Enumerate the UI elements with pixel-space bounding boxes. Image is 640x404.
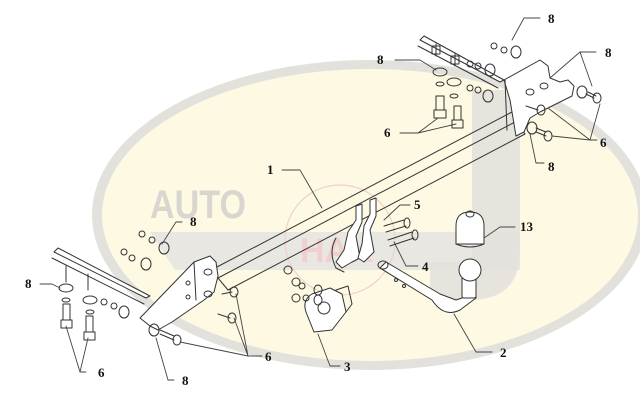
label-part-8-top-right: 8 xyxy=(548,11,555,26)
label-part-13: 13 xyxy=(520,219,533,234)
watermark-auto: AUTO xyxy=(150,183,246,227)
label-part-6-top: 6 xyxy=(384,125,391,140)
label-part-3: 3 xyxy=(344,359,351,374)
ball-cap xyxy=(455,210,485,248)
label-part-8-right: 8 xyxy=(605,45,612,60)
label-part-4: 4 xyxy=(422,259,429,274)
tow-ball-neck xyxy=(377,258,482,313)
label-part-8-left-lower: 8 xyxy=(182,373,189,388)
label-part-8-top-center: 8 xyxy=(377,52,384,67)
left-hardware xyxy=(58,230,239,346)
right-top-hardware xyxy=(432,42,602,142)
label-part-6-left: 6 xyxy=(265,349,272,364)
center-plates xyxy=(331,197,377,273)
label-part-8-far-left: 8 xyxy=(25,276,32,291)
label-part-6-right: 6 xyxy=(600,135,607,150)
label-part-8-right-lower: 8 xyxy=(548,159,555,174)
label-part-8-left-upper: 8 xyxy=(190,214,197,229)
label-part-6-bottom-left: 6 xyxy=(98,365,105,380)
leader-lines xyxy=(39,17,601,381)
socket-plate xyxy=(283,265,353,333)
bolts-4-5 xyxy=(383,217,419,247)
label-part-5: 5 xyxy=(414,197,421,212)
left-bracket xyxy=(51,247,219,331)
label-part-1: 1 xyxy=(267,162,274,177)
right-bracket xyxy=(417,35,575,137)
label-part-2: 2 xyxy=(500,345,507,360)
